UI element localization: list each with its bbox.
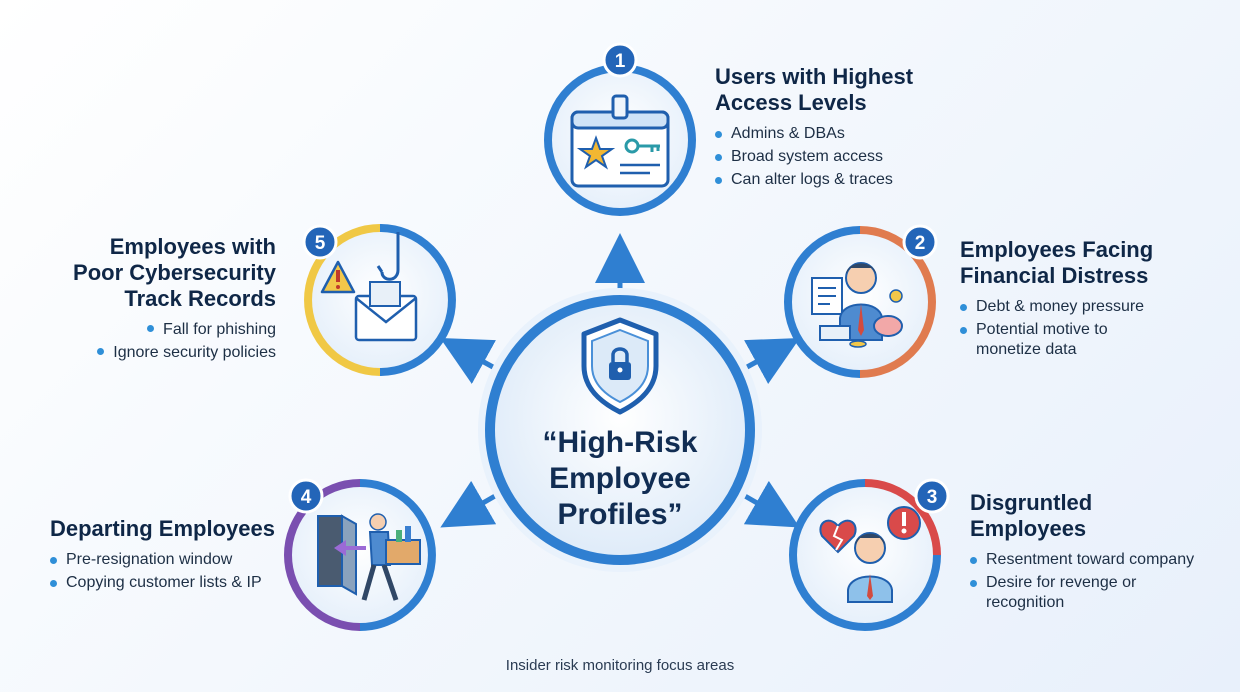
item-3-bullet-1: Resentment toward company (970, 550, 1230, 570)
item-3-bullets: Resentment toward company Desire for rev… (970, 550, 1230, 613)
item-2-panel: Employees Facing Financial Distress Debt… (960, 237, 1230, 363)
node-5 (304, 224, 456, 376)
item-1-bullet-3: Can alter logs & traces (715, 170, 1015, 190)
angry-employee-icon (819, 506, 921, 603)
item-2-bullet-1: Debt & money pressure (960, 297, 1230, 317)
item-5-panel: Employees with Poor Cybersecurity Track … (30, 234, 276, 366)
item-2-bullets: Debt & money pressure Potential motive t… (960, 297, 1230, 360)
item-5-title: Employees with Poor Cybersecurity Track … (73, 234, 276, 311)
badge-number-3: 3 (927, 487, 938, 508)
item-3-title: Disgruntled Employees (970, 490, 1093, 541)
item-3-panel: Disgruntled Employees Resentment toward … (970, 490, 1230, 616)
item-1-bullet-2: Broad system access (715, 147, 1015, 167)
footer-caption: Insider risk monitoring focus areas (505, 657, 735, 674)
admin-badge-icon (570, 94, 670, 188)
node-3 (789, 479, 941, 631)
item-5-bullet-2: Ignore security policies (30, 343, 276, 363)
central-hub (478, 288, 762, 572)
departing-employee-icon (317, 513, 421, 601)
item-4-bullets: Pre-resignation window Copying customer … (50, 550, 290, 593)
node-1 (544, 64, 696, 216)
shield-lock-icon (581, 317, 659, 415)
badge-number-4: 4 (301, 487, 312, 508)
item-1-title: Users with Highest Access Levels (715, 64, 914, 115)
node-2 (784, 226, 936, 378)
number-badges: 1 2 3 4 5 (288, 42, 950, 514)
item-4-panel: Departing Employees Pre-resignation wind… (50, 516, 290, 596)
item-5-bullets: Fall for phishing Ignore security polici… (30, 320, 276, 363)
item-5-bullet-2-text: Ignore security policies (113, 344, 276, 361)
badge-number-5: 5 (315, 233, 326, 254)
badge-number-1: 1 (615, 51, 626, 72)
item-4-bullet-2: Copying customer lists & IP (50, 573, 290, 593)
item-1-bullet-1: Admins & DBAs (715, 124, 1015, 144)
badge-number-2: 2 (915, 233, 926, 254)
phishing-email-icon (320, 232, 418, 342)
node-4 (283, 479, 436, 631)
item-5-bullet-1-text: Fall for phishing (163, 321, 276, 338)
item-5-bullet-1: Fall for phishing (30, 320, 276, 340)
item-4-bullet-1: Pre-resignation window (50, 550, 290, 570)
item-1-bullets: Admins & DBAs Broad system access Can al… (715, 124, 1015, 190)
item-2-title: Employees Facing Financial Distress (960, 237, 1154, 288)
item-1-panel: Users with Highest Access Levels Admins … (715, 64, 1015, 193)
financial-distress-icon (811, 262, 903, 348)
item-2-bullet-2: Potential motive to monetize data (960, 320, 1230, 360)
item-4-title: Departing Employees (50, 516, 275, 541)
item-3-bullet-2: Desire for revenge or recognition (970, 573, 1230, 613)
center-title: “High-Risk Employee Profiles” (542, 426, 698, 531)
